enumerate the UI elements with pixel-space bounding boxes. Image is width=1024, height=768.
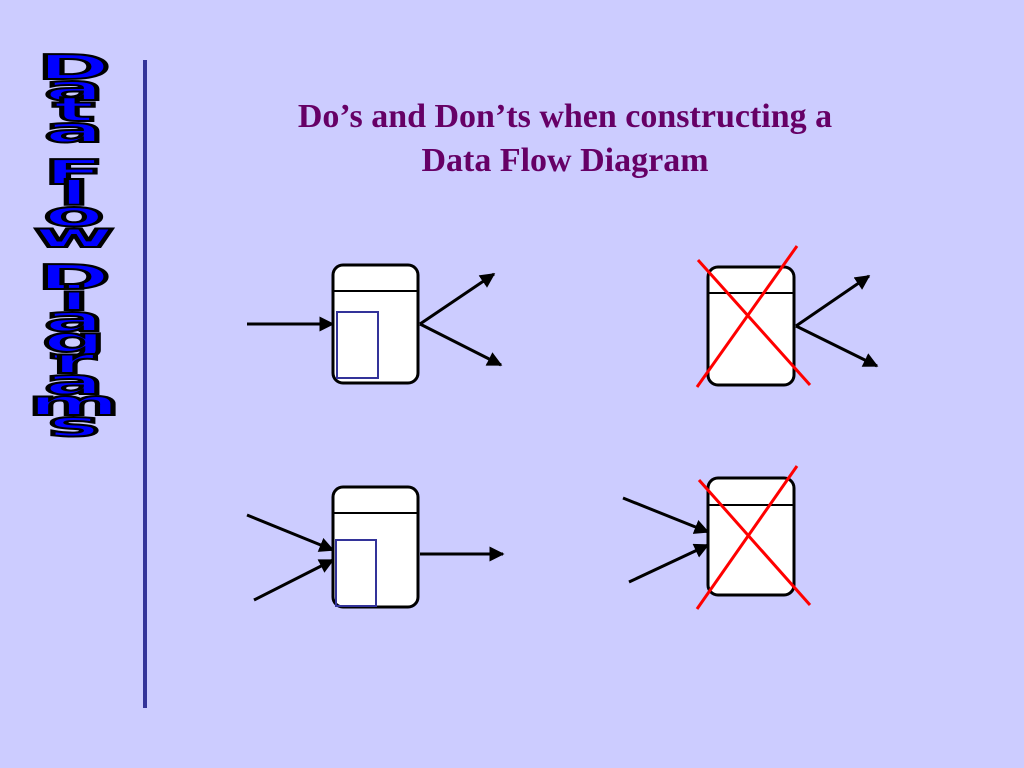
correct-example-process-one-input — [247, 263, 503, 385]
red-cross-mark — [695, 465, 812, 610]
slide-title: Do’s and Don’ts when constructing a Data… — [200, 95, 930, 183]
incorrect-example-process-no-input — [695, 245, 879, 388]
input-arrow-bottom — [628, 543, 710, 584]
output-arrow-up — [795, 274, 871, 328]
process-inner-rect — [335, 539, 377, 607]
process-box — [331, 263, 420, 385]
red-cross-mark — [695, 245, 812, 388]
correct-example-process-two-inputs — [246, 485, 505, 609]
output-arrow-up — [419, 272, 496, 326]
slide-title-line-2: Data Flow Diagram — [421, 142, 709, 179]
incorrect-example-process-no-output — [622, 465, 812, 610]
input-arrow-top — [246, 513, 335, 552]
slide-title-line-1: Do’s and Don’ts when constructing a — [297, 98, 833, 135]
output-arrow-down — [795, 324, 879, 368]
input-arrow-bottom — [253, 558, 335, 602]
vertical-divider — [143, 60, 147, 708]
process-inner-rect — [336, 311, 379, 379]
input-arrow-top — [622, 496, 710, 534]
output-arrow-down — [419, 322, 503, 367]
